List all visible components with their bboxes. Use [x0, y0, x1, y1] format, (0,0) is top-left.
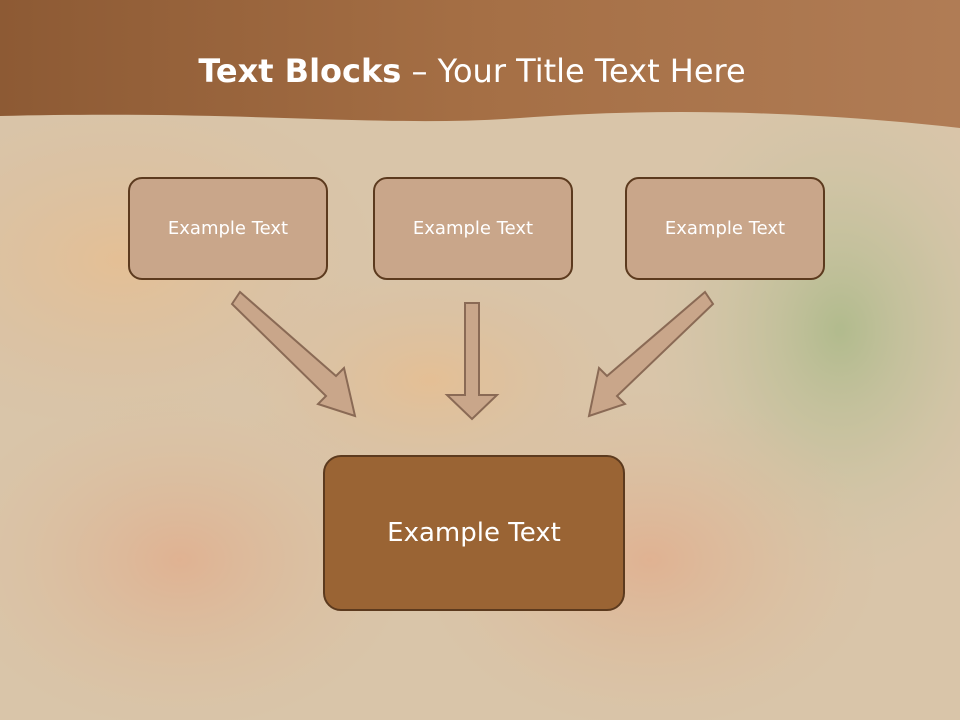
- text-block-center[interactable]: Example Text: [373, 177, 573, 280]
- text-block-center-label: Example Text: [412, 218, 534, 239]
- text-block-right[interactable]: Example Text: [625, 177, 825, 280]
- text-block-main-label: Example Text: [387, 518, 561, 548]
- slide-title: Text Blocks – Your Title Text Here: [0, 52, 944, 90]
- arrow-right: [587, 290, 715, 418]
- text-block-left[interactable]: Example Text: [128, 177, 328, 280]
- text-block-left-label: Example Text: [167, 218, 289, 239]
- text-block-main[interactable]: Example Text: [323, 455, 625, 611]
- arrow-left: [230, 290, 357, 418]
- title-separator: –: [401, 52, 438, 90]
- arrow-center: [444, 302, 500, 421]
- title-rest: Your Title Text Here: [437, 52, 746, 90]
- text-block-right-label: Example Text: [664, 218, 786, 239]
- title-bold: Text Blocks: [198, 52, 402, 90]
